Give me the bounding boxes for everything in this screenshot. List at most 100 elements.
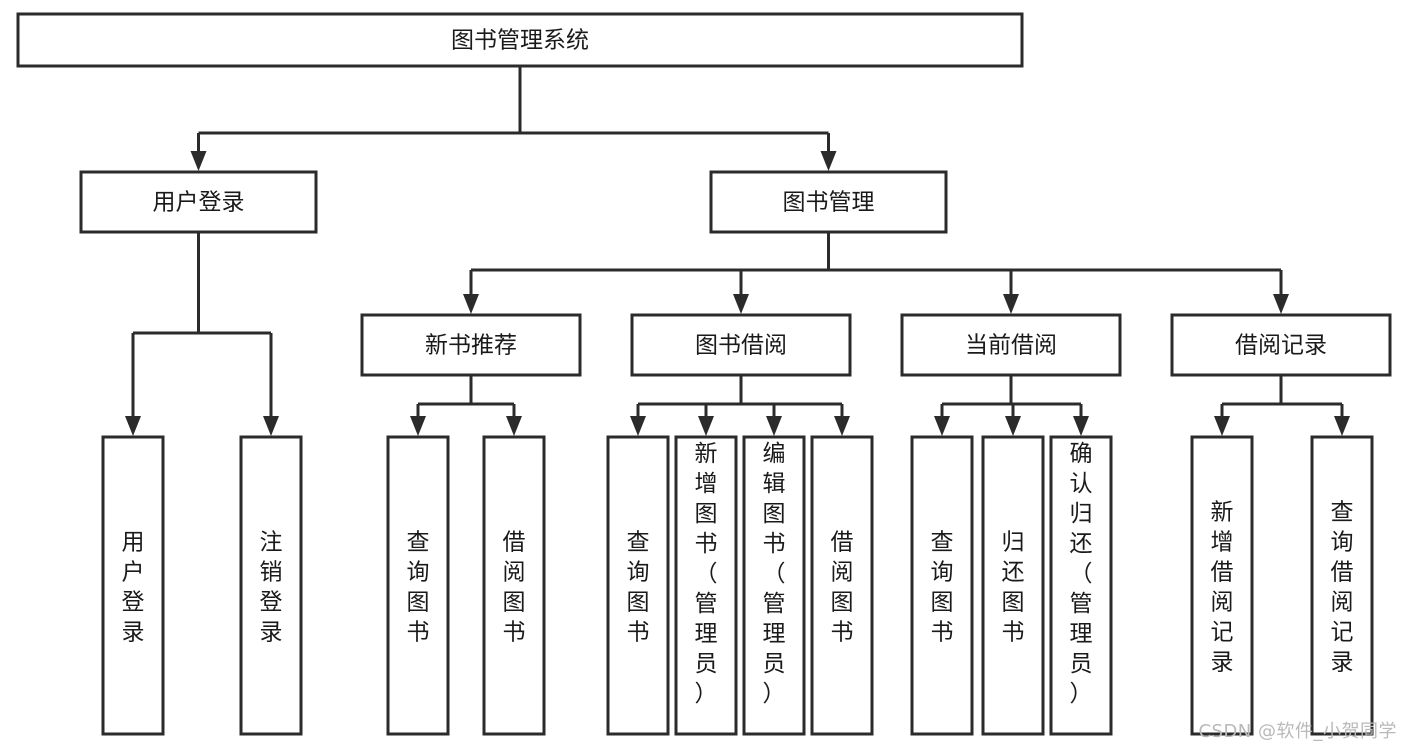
- connectors-layer: [125, 66, 1350, 436]
- svg-text:还: 还: [1002, 560, 1025, 586]
- node-box-leaf-user-login: [101, 435, 165, 736]
- svg-text:记: 记: [1211, 620, 1234, 646]
- node-box-leaf-borrow-book-2: [810, 435, 874, 736]
- node-box-leaf-query-book-1: [386, 435, 450, 736]
- node-label-leaf-user-login: 用户登录: [122, 530, 145, 646]
- svg-text:书: 书: [503, 620, 526, 646]
- svg-text:理: 理: [695, 621, 718, 647]
- svg-text:阅: 阅: [1211, 590, 1234, 616]
- svg-text:新: 新: [1211, 500, 1234, 526]
- node-user-login[interactable]: 用户登录: [79, 170, 318, 234]
- node-box-current-borrow: [900, 313, 1122, 377]
- svg-text:）: ）: [1070, 681, 1093, 707]
- arrow-head-icon: [820, 151, 837, 171]
- arrow-head-icon: [1073, 416, 1089, 436]
- node-box-borrow-record: [1170, 313, 1392, 377]
- arrow-head-icon: [1214, 416, 1230, 436]
- arrow-head-icon: [263, 416, 279, 436]
- svg-text:理: 理: [1070, 621, 1093, 647]
- svg-text:（: （: [1070, 561, 1093, 587]
- svg-text:）: ）: [763, 681, 786, 707]
- svg-text:员: 员: [763, 651, 786, 677]
- svg-text:编: 编: [763, 441, 786, 467]
- node-label-book-manage: 图书管理: [783, 190, 875, 216]
- node-borrow-record[interactable]: 借阅记录: [1170, 313, 1392, 377]
- arrow-head-icon: [766, 416, 782, 436]
- node-label-new-book-rec: 新书推荐: [425, 333, 517, 359]
- svg-text:借: 借: [1331, 560, 1354, 586]
- node-box-leaf-query-book-2: [606, 435, 670, 736]
- svg-text:理: 理: [763, 621, 786, 647]
- node-current-borrow[interactable]: 当前借阅: [900, 313, 1122, 377]
- arrow-head-icon: [1005, 416, 1021, 436]
- node-box-leaf-borrow-book-1: [482, 435, 546, 736]
- svg-text:阅: 阅: [831, 560, 854, 586]
- node-box-leaf-query-record: [1310, 435, 1374, 736]
- arrow-head-icon: [506, 416, 522, 436]
- svg-text:登: 登: [260, 590, 283, 616]
- svg-text:认: 认: [1070, 471, 1093, 497]
- svg-text:员: 员: [1070, 651, 1093, 677]
- node-book-manage[interactable]: 图书管理: [709, 170, 948, 234]
- svg-text:询: 询: [627, 560, 650, 586]
- arrow-head-icon: [125, 416, 141, 436]
- svg-text:查: 查: [627, 530, 650, 556]
- svg-text:记: 记: [1331, 620, 1354, 646]
- node-box-book-borrow: [630, 313, 852, 377]
- svg-text:图: 图: [931, 590, 954, 616]
- svg-text:阅: 阅: [503, 560, 526, 586]
- svg-text:书: 书: [695, 531, 718, 557]
- node-label-book-borrow: 图书借阅: [695, 333, 787, 359]
- node-book-borrow[interactable]: 图书借阅: [630, 313, 852, 377]
- svg-text:查: 查: [931, 530, 954, 556]
- svg-text:归: 归: [1002, 530, 1025, 556]
- node-box-leaf-edit-book: [742, 435, 806, 736]
- svg-text:借: 借: [1211, 560, 1234, 586]
- arrow-head-icon: [630, 416, 646, 436]
- node-new-book-rec[interactable]: 新书推荐: [360, 313, 582, 377]
- node-leaf-user-login[interactable]: 用户登录: [101, 435, 165, 736]
- svg-text:图: 图: [627, 590, 650, 616]
- arrow-head-icon: [934, 416, 950, 436]
- svg-text:录: 录: [1211, 650, 1234, 676]
- arrow-head-icon: [463, 294, 479, 314]
- svg-text:辑: 辑: [763, 471, 786, 497]
- svg-text:销: 销: [260, 560, 283, 586]
- svg-text:增: 增: [1211, 530, 1234, 556]
- node-label-current-borrow: 当前借阅: [965, 333, 1057, 359]
- node-root[interactable]: 图书管理系统: [16, 12, 1024, 68]
- arrow-head-icon: [1003, 294, 1019, 314]
- svg-text:图: 图: [407, 590, 430, 616]
- svg-text:户: 户: [122, 560, 145, 586]
- svg-text:书: 书: [763, 531, 786, 557]
- arrow-head-icon: [190, 151, 207, 171]
- svg-text:）: ）: [695, 681, 718, 707]
- nodes-layer: 图书管理系统用户登录图书管理新书推荐图书借阅当前借阅借阅记录用户登录注销登录查询…: [16, 12, 1392, 736]
- node-box-root: [16, 12, 1024, 68]
- svg-text:阅: 阅: [1331, 590, 1354, 616]
- svg-text:管: 管: [1070, 591, 1093, 617]
- node-box-leaf-query-book-3: [910, 435, 974, 736]
